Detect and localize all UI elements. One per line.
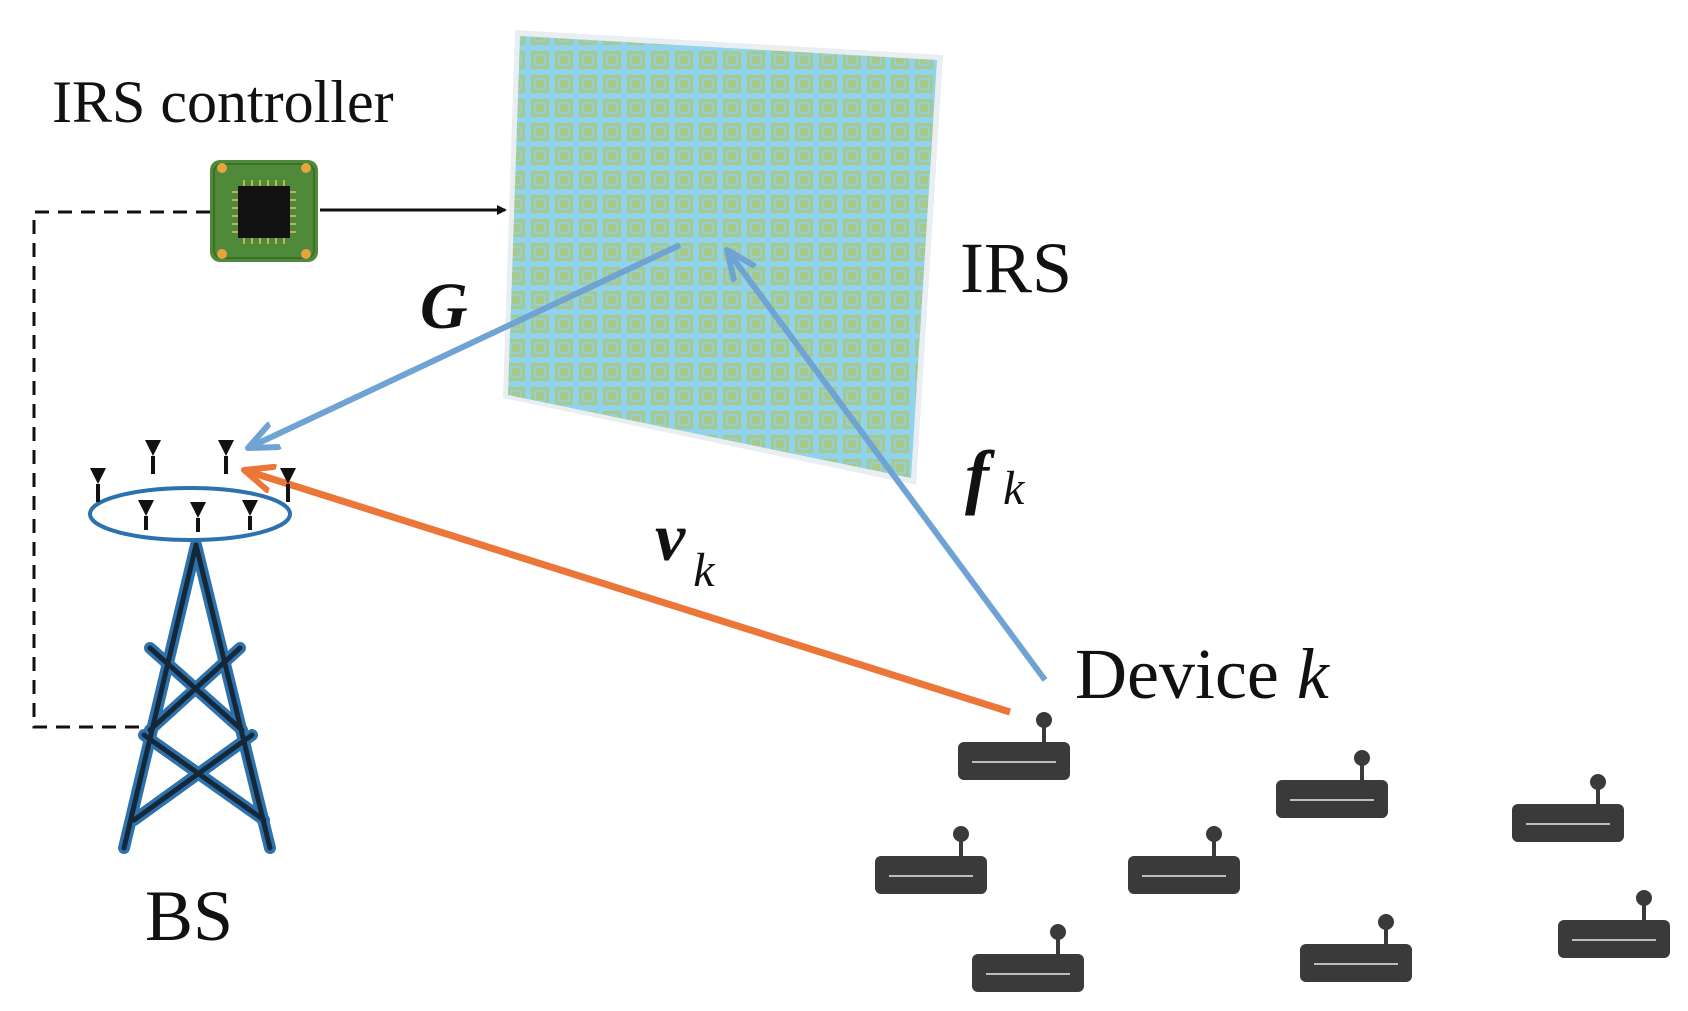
irs-controller-label: IRS controller [52,69,394,135]
iot-device-icon [875,826,987,894]
iot-device-icon [972,924,1084,992]
iot-device-icon [1558,890,1670,958]
irs-panel [503,30,943,485]
channel-f-subscript: k [1003,462,1026,515]
channel-v-arrow [244,470,1012,716]
channel-f-arrow [727,250,1048,682]
iot-device-icon [1512,774,1624,842]
iot-device-icon [1300,914,1412,982]
irs-label: IRS [960,228,1072,308]
channel-f-symbol: f [965,436,995,516]
device-label-text: Device [1075,634,1279,714]
iot-device-icon [958,712,1070,780]
channel-g-arrow [248,242,682,448]
iot-device-icon [1128,826,1240,894]
bs-label: BS [145,876,233,956]
antenna-elements [90,440,296,532]
backhaul-dashed-link [32,210,210,729]
channel-v-subscript: k [693,544,716,597]
antenna-array-ring [88,486,292,542]
chip-icon [210,160,318,262]
channel-v-symbol: v [655,499,686,575]
device-label-index: k [1297,634,1331,714]
tower-icon [88,440,296,854]
iot-device-icon [1276,750,1388,818]
channel-g-label: G [420,270,468,343]
